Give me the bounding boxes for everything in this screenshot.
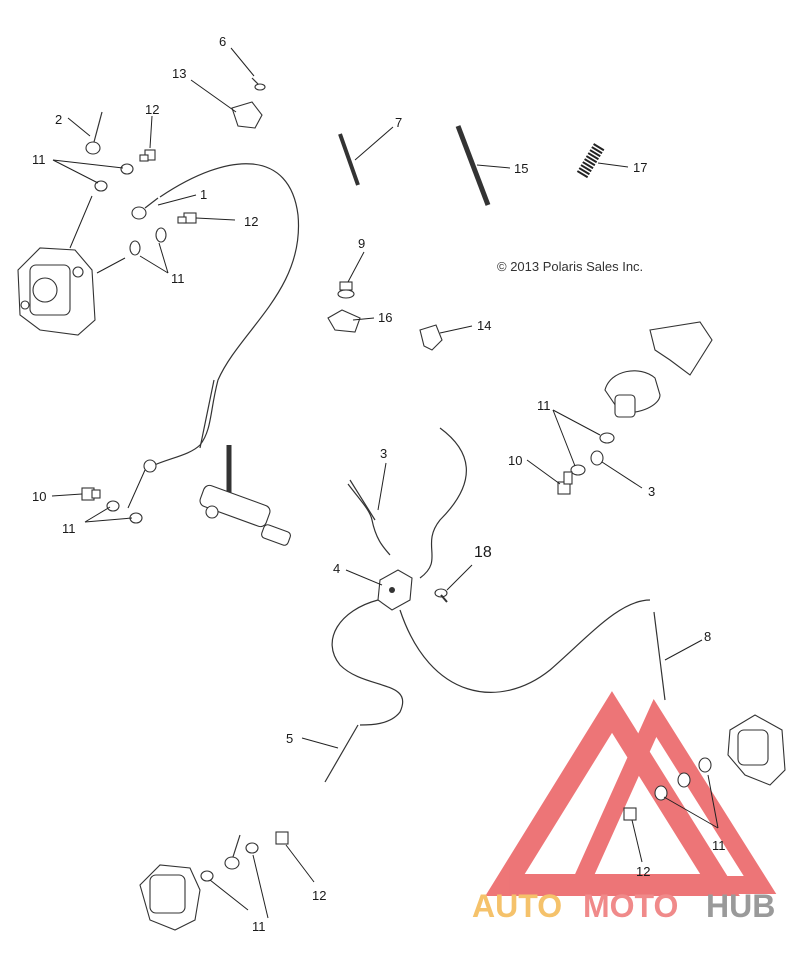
rear-right-caliper (727, 714, 786, 786)
callout-3-a: 3 (648, 484, 655, 499)
callout-9: 9 (358, 236, 365, 251)
callout-10-a: 10 (508, 453, 522, 468)
part-9-bolt (337, 281, 355, 299)
rear-left-line (231, 834, 241, 861)
part-13-clip (231, 101, 263, 129)
part-18-bolt (434, 588, 448, 603)
banjo-rear-left (224, 856, 240, 870)
part-7-rod (338, 133, 360, 186)
callout-11-e: 11 (712, 838, 726, 853)
hose-8-armored (653, 611, 666, 701)
watermark-logo (485, 691, 777, 896)
callout-8: 8 (704, 629, 711, 644)
master-cylinder (604, 321, 713, 418)
callout-12-a: 12 (145, 102, 159, 117)
bolt-12-c (623, 807, 637, 821)
callout-labels: 6 13 2 12 11 1 12 11 7 15 17 9 16 14 11 … (32, 34, 726, 934)
part-15-rod (455, 125, 491, 206)
hose-8-line (399, 599, 651, 693)
watermark-triangle-right (566, 698, 777, 894)
banjo-3-right (590, 450, 604, 466)
callout-13: 13 (172, 66, 186, 81)
callout-18: 18 (474, 544, 492, 561)
master-cylinder-hose (419, 427, 467, 579)
copyright-text: © 2013 Polaris Sales Inc. (497, 259, 643, 274)
callout-15: 15 (514, 161, 528, 176)
washer-11-k (245, 842, 259, 854)
watermark-hub: HUB (706, 888, 775, 924)
leader-lines (51, 47, 719, 919)
callout-11-d: 11 (62, 521, 76, 536)
callout-3-b: 3 (380, 446, 387, 461)
callout-2: 2 (55, 112, 62, 127)
front-left-hose-armored (151, 444, 201, 467)
bolt-10-right (557, 471, 573, 495)
callout-12-d: 12 (312, 888, 326, 903)
hose-3-upper (349, 479, 376, 521)
callout-11-f: 11 (252, 919, 266, 934)
callout-10-b: 10 (32, 489, 46, 504)
bolt-12-b (177, 212, 197, 224)
front-left-caliper (17, 247, 96, 336)
front-left-hose-sleeve (199, 379, 215, 449)
bolt-12-d (275, 831, 289, 845)
watermark-text: AUTO MOTO HUB (472, 888, 775, 924)
part-2-banjo-fitting (85, 111, 103, 155)
callout-12-c: 12 (636, 864, 650, 879)
part-14-fitting (419, 324, 443, 351)
bolt-10-left (81, 487, 101, 501)
front-left-hose-upper (159, 163, 300, 446)
callout-11-c: 11 (537, 398, 551, 413)
rear-left-caliper (139, 864, 201, 931)
part-1-banjo-fitting (131, 197, 159, 220)
washer-11-f (570, 464, 586, 476)
callout-7: 7 (395, 115, 402, 130)
part-16-clamp (327, 309, 361, 333)
part-6-screw (251, 77, 266, 91)
hose-3-lower (347, 483, 391, 556)
washer-11-c (155, 227, 167, 243)
callout-6: 6 (219, 34, 226, 49)
banjo-right-lower (677, 772, 691, 788)
callout-1: 1 (200, 187, 207, 202)
part-4-distribution-block (377, 569, 413, 611)
washer-11-l (200, 870, 214, 882)
washer-11-e (599, 432, 615, 444)
hose-5-line (331, 599, 404, 726)
callout-4: 4 (333, 561, 340, 576)
rear-master-cylinder (143, 445, 291, 546)
part-17-spring (576, 141, 606, 179)
brake-hoses (151, 163, 666, 783)
hose-5-armored (324, 724, 359, 783)
callout-5: 5 (286, 731, 293, 746)
callout-11-a: 11 (32, 152, 46, 167)
callout-17: 17 (633, 160, 647, 175)
callout-14: 14 (477, 318, 491, 333)
callout-11-b: 11 (171, 271, 185, 286)
washer-11-g (106, 500, 120, 512)
washer-11-j (654, 785, 668, 801)
washer-11-b (94, 180, 108, 192)
callout-16: 16 (378, 310, 392, 325)
watermark-moto: MOTO (583, 888, 678, 924)
watermark-auto: AUTO (472, 888, 562, 924)
washer-11-a (120, 163, 134, 175)
bolt-12-a (139, 149, 156, 162)
washer-11-i (698, 757, 712, 773)
callout-12-b: 12 (244, 214, 258, 229)
washer-11-d (129, 240, 141, 256)
